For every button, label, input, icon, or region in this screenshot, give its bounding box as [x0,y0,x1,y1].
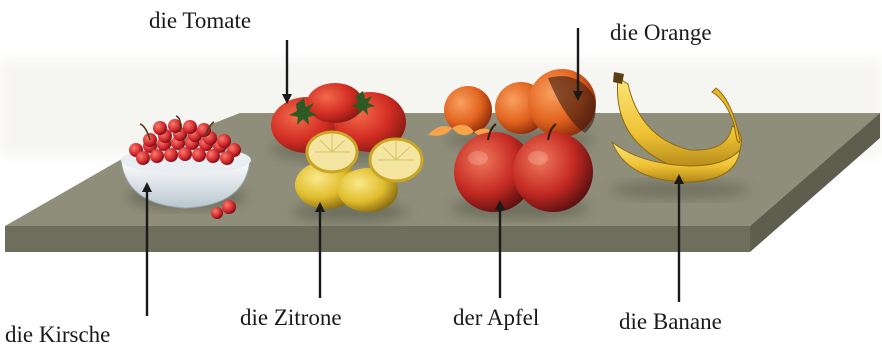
cherry [153,121,167,135]
label-banana: die Banane [619,310,722,333]
label-cherry: die Kirsche [5,323,110,346]
cherry [206,149,220,163]
cherry [150,149,164,163]
label-tomato: die Tomate [149,9,251,32]
cherry [136,151,150,165]
cherry [217,134,231,148]
label-lemon: die Zitrone [240,306,342,329]
label-orange: die Orange [610,21,712,44]
label-apple: der Apfel [453,306,539,329]
lemon-icon [292,132,422,222]
table-front-edge [5,226,750,252]
cherry [178,147,192,161]
cherry [220,151,234,165]
cherry [183,120,197,134]
cherry [197,123,211,137]
cherry [192,148,206,162]
cherry [164,148,178,162]
